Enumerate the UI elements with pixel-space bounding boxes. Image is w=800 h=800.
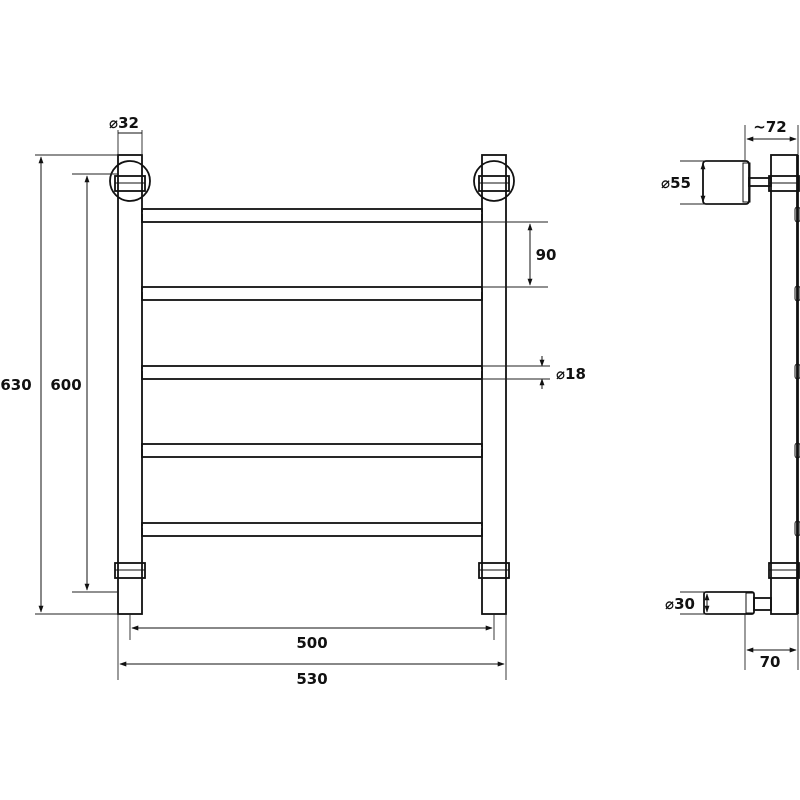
total-height-label: 630 <box>0 376 31 394</box>
bottom-standoff <box>753 597 772 611</box>
left-vertical-pipe <box>117 154 143 615</box>
towel-bar <box>141 443 483 458</box>
towel-bars <box>141 208 483 537</box>
bar-diameter-label: ⌀18 <box>556 365 586 383</box>
side-view <box>702 154 800 615</box>
top-wall-flange <box>702 160 750 205</box>
mount-height-label: 600 <box>50 376 81 394</box>
total-width-label: 530 <box>296 670 327 688</box>
towel-bar <box>141 365 483 380</box>
pipe-diameter-label: ⌀32 <box>109 114 139 132</box>
left-wall-bracket <box>109 160 151 202</box>
top-standoff <box>748 177 772 187</box>
side-vertical-pipe <box>770 154 798 615</box>
side-dimensions: ~72 ⌀55 ⌀30 70 <box>661 118 799 671</box>
front-view <box>109 154 515 615</box>
towel-bar <box>141 208 483 223</box>
towel-bar <box>141 286 483 301</box>
bar-spacing-label: 90 <box>536 246 557 264</box>
inner-width-label: 500 <box>296 634 327 652</box>
side-bar-ends <box>794 206 800 537</box>
towel-bar <box>141 522 483 537</box>
bottom-offset-label: 70 <box>760 653 781 671</box>
right-vertical-pipe <box>481 154 507 615</box>
depth-label: ~72 <box>753 118 786 136</box>
right-wall-bracket <box>473 160 515 202</box>
front-dimensions: ⌀32 630 600 90 ⌀18 500 530 <box>0 114 586 688</box>
top-flange-label: ⌀55 <box>661 174 691 192</box>
bottom-flange-label: ⌀30 <box>665 595 695 613</box>
